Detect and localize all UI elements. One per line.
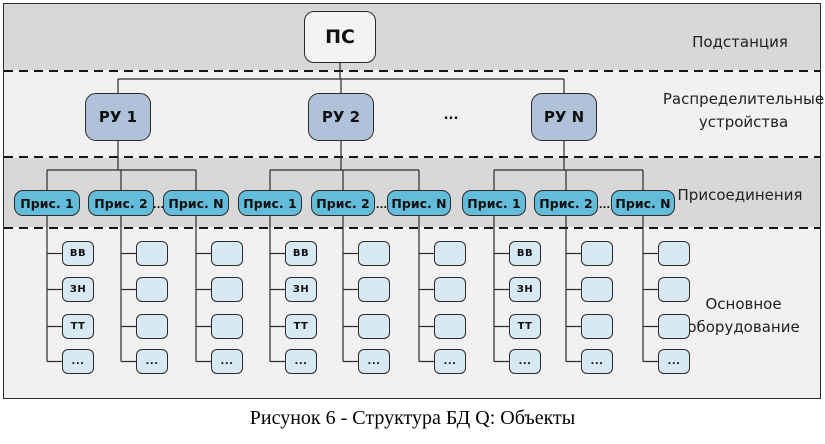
band-label-substation: Подстанция [692,33,788,51]
equipment-box: ... [509,349,541,374]
equipment-box [581,277,613,302]
node-bay: Прис. 2 [311,190,375,216]
equipment-box [136,241,168,266]
equipment-box: ВВ [285,241,317,266]
connector-lines [46,63,658,363]
equipment-box: ... [581,349,613,374]
equipment-box [434,277,466,302]
equipment-box [211,277,243,302]
equipment-box [136,277,168,302]
band-label-bays: Присоединения [677,186,803,204]
equipment-box [658,277,690,302]
equipment-box [358,277,390,302]
band-label-switchgear: Распределительные устройства [662,90,825,131]
equipment-box: ... [136,349,168,374]
node-bay: Прис. 2 [88,190,154,216]
equipment-box: ЗН [62,277,94,302]
dashed-separator [4,70,820,72]
equipment-box [358,314,390,339]
equipment-box [211,241,243,266]
node-bay: Прис. N [387,190,451,216]
equipment-box: ТТ [285,314,317,339]
bay-ellipsis: ... [375,200,388,211]
ru-ellipsis: ... [443,108,459,123]
equipment-box [434,314,466,339]
dashed-separator [4,156,820,158]
node-bay: Прис. 1 [462,190,526,216]
equipment-box [136,314,168,339]
equipment-box: ... [285,349,317,374]
equipment-box [358,241,390,266]
equipment-box: ТТ [62,314,94,339]
equipment-box: ... [358,349,390,374]
node-bay: Прис. 1 [238,190,302,216]
equipment-box: ЗН [285,277,317,302]
equipment-box: ... [658,349,690,374]
band-label-equipment: Основное оборудование [687,295,800,336]
node-ps: ПС [304,11,376,63]
equipment-box: ЗН [509,277,541,302]
equipment-box: ... [62,349,94,374]
equipment-box: ВВ [509,241,541,266]
equipment-box: ТТ [509,314,541,339]
equipment-box [581,314,613,339]
equipment-box: ... [211,349,243,374]
figure-caption: Рисунок 6 - Структура БД Q: Объекты [249,407,576,429]
node-bay: Прис. 1 [14,190,80,216]
equipment-box [434,241,466,266]
equipment-box [658,314,690,339]
equipment-box: ВВ [62,241,94,266]
node-bay: Прис. 2 [534,190,598,216]
diagram-canvas: Подстанция Распределительные устройства … [3,3,824,399]
equipment-box [658,241,690,266]
equipment-box: ... [434,349,466,374]
node-ru-1: РУ 1 [85,93,151,141]
bay-ellipsis: ... [152,200,165,211]
node-ru-n: РУ N [531,93,597,141]
node-ru-2: РУ 2 [308,93,374,141]
equipment-box [211,314,243,339]
band-substation [4,4,820,70]
bay-ellipsis: ... [598,200,611,211]
equipment-box [581,241,613,266]
dashed-separator [4,227,820,229]
node-bay: Прис. N [611,190,675,216]
node-bay: Прис. N [163,190,229,216]
